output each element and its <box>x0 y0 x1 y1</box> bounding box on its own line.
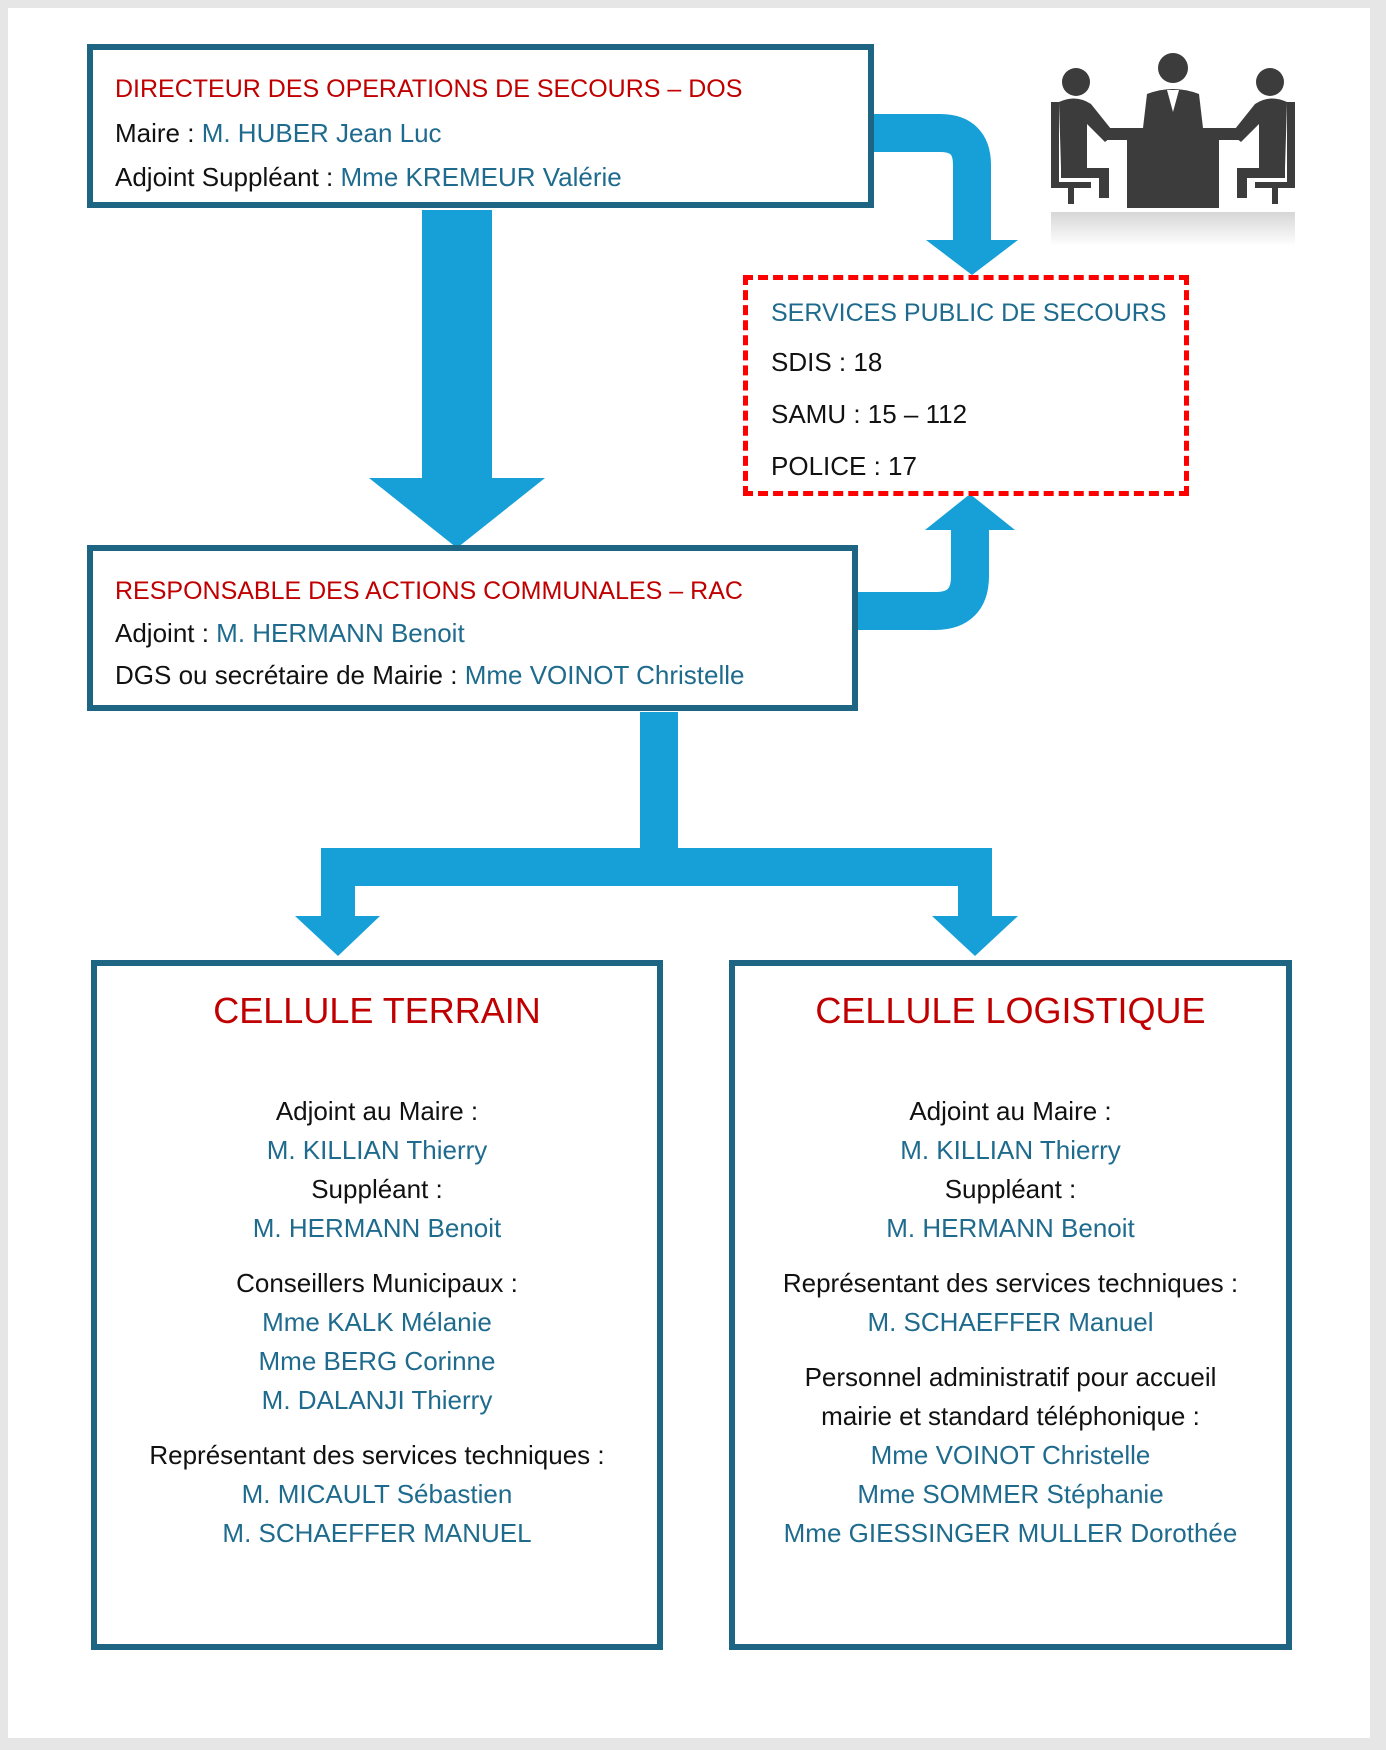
services-police: POLICE : 17 <box>771 451 917 481</box>
logistique-role-suppleant: Suppléant : <box>944 1174 1077 1204</box>
terrain-role-conseillers: Conseillers Municipaux : <box>236 1268 518 1298</box>
logistique-person: M. KILLIAN Thierry <box>900 1135 1121 1165</box>
logistique-role-personnel-2: mairie et standard téléphonique : <box>821 1401 1200 1431</box>
rac-adjoint-name: M. HERMANN Benoit <box>216 618 465 648</box>
terrain-person: M. KILLIAN Thierry <box>266 1135 488 1165</box>
cellule-terrain-title: CELLULE TERRAIN <box>213 990 541 1031</box>
rac-adjoint-label: Adjoint : <box>115 618 217 648</box>
arrow-to-logistique <box>932 916 1018 956</box>
dos-title: DIRECTEUR DES OPERATIONS DE SECOURS – DO… <box>115 75 743 103</box>
services-title: SERVICES PUBLIC DE SECOURS <box>771 299 1167 327</box>
arrow-rac-to-services <box>857 525 989 630</box>
arrow-dos-to-services <box>873 114 991 242</box>
logistique-person: M. HERMANN Benoit <box>886 1213 1135 1243</box>
dos-maire-name: M. HUBER Jean Luc <box>201 118 442 148</box>
rac-line-dgs: DGS ou secrétaire de Mairie : Mme VOINOT… <box>115 654 852 696</box>
services-sdis: SDIS : 18 <box>771 347 883 377</box>
terrain-person: M. SCHAEFFER MANUEL <box>222 1518 532 1548</box>
rac-line-adjoint: Adjoint : M. HERMANN Benoit <box>115 612 852 654</box>
terrain-role-adjoint: Adjoint au Maire : <box>275 1096 479 1126</box>
dos-adjoint-label: Adjoint Suppléant : <box>115 162 341 192</box>
logistique-person: Mme VOINOT Christelle <box>870 1440 1151 1470</box>
terrain-role-suppleant: Suppléant : <box>311 1174 443 1204</box>
dos-box: DIRECTEUR DES OPERATIONS DE SECOURS – DO… <box>87 44 874 208</box>
cellule-terrain-box: CELLULE TERRAIN Adjoint au Maire : M. KI… <box>91 960 663 1650</box>
logistique-person: Mme GIESSINGER MULLER Dorothée <box>783 1518 1238 1548</box>
terrain-person: M. HERMANN Benoit <box>252 1213 502 1243</box>
terrain-person: Mme KALK Mélanie <box>262 1307 492 1337</box>
terrain-person: M. DALANJI Thierry <box>261 1385 493 1415</box>
logistique-role-personnel: Personnel administratif pour accueil <box>804 1362 1217 1392</box>
dos-line-adjoint: Adjoint Suppléant : Mme KREMEUR Valérie <box>115 155 868 199</box>
rac-dgs-name: Mme VOINOT Christelle <box>464 660 745 690</box>
meeting-people-icon <box>1051 53 1295 246</box>
cellule-logistique-box: CELLULE LOGISTIQUE Adjoint au Maire : M.… <box>729 960 1292 1650</box>
arrow-dos-to-rac <box>369 210 545 548</box>
arrow-rac-stem <box>640 712 678 850</box>
services-box: SERVICES PUBLIC DE SECOURS SDIS : 18 SAM… <box>743 275 1189 496</box>
logistique-person: Mme SOMMER Stéphanie <box>857 1479 1164 1509</box>
terrain-person: M. MICAULT Sébastien <box>241 1479 513 1509</box>
terrain-person: Mme BERG Corinne <box>258 1346 496 1376</box>
logistique-person: M. SCHAEFFER Manuel <box>867 1307 1154 1337</box>
terrain-role-techniques: Représentant des services techniques : <box>149 1440 605 1470</box>
services-samu: SAMU : 15 – 112 <box>771 399 968 429</box>
logistique-role-adjoint: Adjoint au Maire : <box>909 1096 1112 1126</box>
rac-dgs-label: DGS ou secrétaire de Mairie : <box>115 660 465 690</box>
dos-line-maire: Maire : M. HUBER Jean Luc <box>115 111 868 155</box>
cellule-logistique-title: CELLULE LOGISTIQUE <box>815 990 1206 1031</box>
rac-title: RESPONSABLE DES ACTIONS COMMUNALES – RAC <box>115 577 743 605</box>
dos-adjoint-name: Mme KREMEUR Valérie <box>340 162 622 192</box>
logistique-role-techniques: Représentant des services techniques : <box>782 1268 1239 1298</box>
arrow-to-terrain <box>295 916 380 956</box>
dos-maire-label: Maire : <box>115 118 202 148</box>
rac-box: RESPONSABLE DES ACTIONS COMMUNALES – RAC… <box>87 545 858 711</box>
